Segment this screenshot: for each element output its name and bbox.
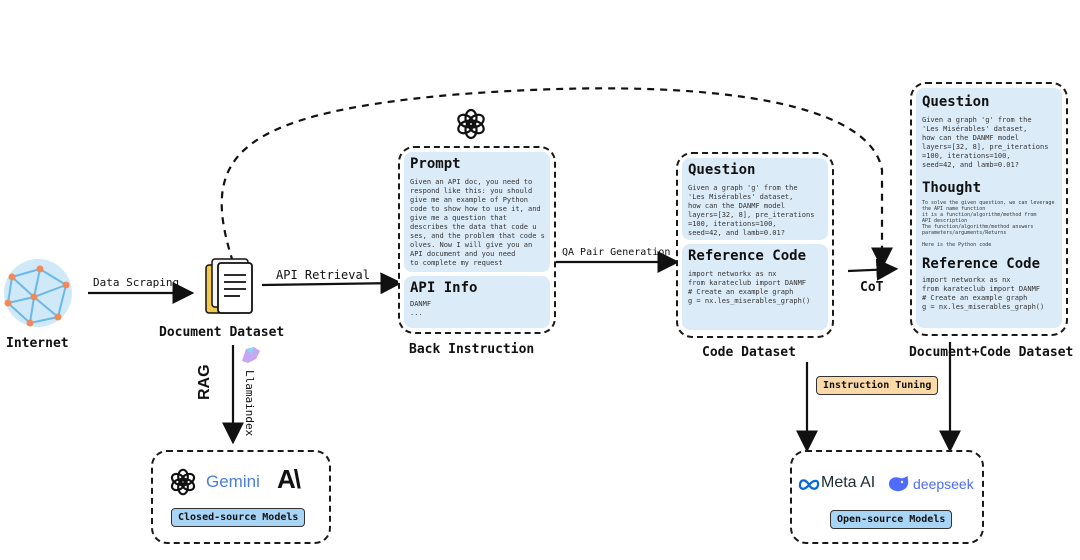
open-source-models-card: Meta AI deepseek Open-source Models xyxy=(790,450,984,544)
meta-infinity-icon xyxy=(798,479,820,490)
prompt-panel: Prompt Given an API doc, you need to res… xyxy=(404,152,550,272)
code-reference-title: Reference Code xyxy=(688,248,807,264)
anthropic-logo: A\ xyxy=(277,464,301,494)
doccode-thought-title: Thought xyxy=(922,180,982,196)
deepseek-logo: deepseek xyxy=(913,476,974,492)
closed-source-models-card: Gemini A\ Closed-source Models xyxy=(151,450,331,544)
rag-label: RAG xyxy=(196,364,213,400)
document-code-dataset-label: Document+Code Dataset xyxy=(909,345,1074,360)
arrow-api-retrieval xyxy=(261,272,403,295)
doccode-reference-text: import networkx as nx from karateclub im… xyxy=(922,276,1045,311)
code-reference-text: import networkx as nx from karateclub im… xyxy=(688,270,811,305)
instruction-tuning-tag: Instruction Tuning xyxy=(816,376,939,395)
code-question-title: Question xyxy=(688,162,756,178)
cot-label: CoT xyxy=(860,280,884,295)
prompt-text: Given an API doc, you need to respond li… xyxy=(410,178,545,267)
data-scraping-label: Data Scraping xyxy=(93,276,180,289)
dashed-curve-arrow xyxy=(220,87,893,270)
api-info-text: DANMF ... xyxy=(410,300,432,317)
openai-logo-icon xyxy=(457,108,485,140)
doccode-panel: Question Given a graph 'g' from the 'Les… xyxy=(916,88,1062,328)
doccode-thought-text: To solve the given question, we can leve… xyxy=(922,200,1055,248)
deepseek-whale-icon xyxy=(889,476,909,492)
meta-ai-logo: Meta AI xyxy=(821,474,876,491)
llamaindex-label: Llamaindex xyxy=(243,370,256,437)
internet-label: Internet xyxy=(6,336,69,351)
open-source-models-tag: Open-source Models xyxy=(830,510,953,529)
gemini-logo: Gemini xyxy=(206,472,260,491)
document-code-dataset-card: Question Given a graph 'g' from the 'Les… xyxy=(910,82,1068,336)
api-info-panel: API Info DANMF ... xyxy=(404,276,550,328)
openai-model-icon xyxy=(170,468,196,496)
document-dataset-label: Document Dataset xyxy=(159,325,285,340)
code-reference-panel: Reference Code import networkx as nx fro… xyxy=(682,244,828,330)
back-instruction-label: Back Instruction xyxy=(409,342,535,357)
closed-source-models-tag: Closed-source Models xyxy=(171,508,306,527)
code-question-panel: Question Given a graph 'g' from the 'Les… xyxy=(682,158,828,240)
prompt-title: Prompt xyxy=(410,156,461,172)
back-instruction-card: Prompt Given an API doc, you need to res… xyxy=(398,146,556,334)
api-retrieval-label: API Retrieval xyxy=(276,268,370,282)
llamaindex-icon xyxy=(242,347,260,363)
doccode-reference-title: Reference Code xyxy=(922,256,1041,272)
code-dataset-label: Code Dataset xyxy=(702,345,796,360)
qa-pair-generation-label: QA Pair Generation xyxy=(562,247,671,258)
api-info-title: API Info xyxy=(410,280,478,296)
document-stack-icon xyxy=(205,258,253,314)
internet-globe-icon xyxy=(4,259,72,327)
doccode-question-title: Question xyxy=(922,94,990,110)
doccode-question-text: Given a graph 'g' from the 'Les Misérabl… xyxy=(922,116,1049,169)
code-dataset-card: Question Given a graph 'g' from the 'Les… xyxy=(676,152,834,338)
code-question-text: Given a graph 'g' from the 'Les Misérabl… xyxy=(688,184,815,237)
arrow-cot xyxy=(847,258,899,281)
